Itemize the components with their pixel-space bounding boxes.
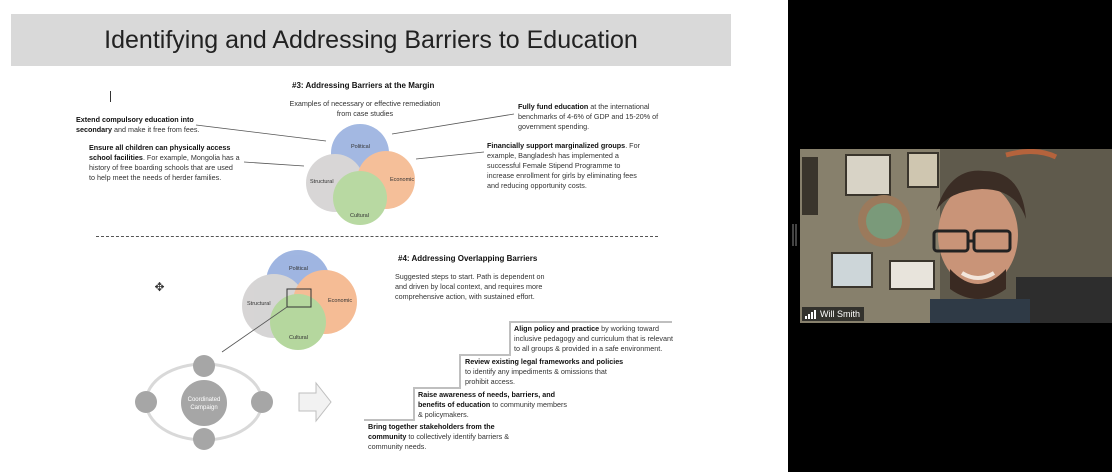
step-3-text: Review existing legal frameworks and pol…	[465, 357, 624, 386]
participant-name-badge: Will Smith	[802, 307, 864, 321]
move-cursor-icon: ✥	[154, 280, 165, 294]
venn-circle-cultural	[270, 294, 326, 350]
right-text-2: Financially support marginalized groups.…	[487, 141, 640, 190]
section4-heading: #4: Addressing Overlapping Barriers	[398, 254, 538, 263]
venn-label-cultural: Cultural	[350, 213, 369, 219]
campaign-label-line1: Coordinated	[188, 397, 221, 403]
campaign-node-bottom	[193, 428, 215, 450]
panel-resize-handle[interactable]	[792, 224, 797, 246]
step-2-text: Raise awareness of needs, barriers, and …	[418, 390, 567, 419]
connector-line	[391, 113, 515, 135]
step-4-text: Align policy and practice by working tow…	[514, 324, 674, 353]
connector-line	[243, 161, 305, 167]
arrow-icon	[298, 381, 332, 423]
wall-frame	[802, 157, 818, 215]
venn-center-highlight	[286, 288, 312, 308]
venn-circle-cultural	[333, 171, 387, 225]
venn-label-economic: Economic	[390, 177, 414, 183]
wall-decoration	[1005, 149, 1058, 160]
slide-graphics: Political Structural Economic Cultural P…	[135, 113, 672, 450]
section4-description: Suggested steps to start. Path is depend…	[395, 272, 545, 301]
section3-heading: #3: Addressing Barriers at the Margin	[292, 81, 435, 90]
left-text-2: Ensure all children can physically acces…	[89, 143, 240, 182]
participant-head	[938, 183, 1018, 287]
participant-video-frame	[800, 149, 1112, 323]
wall-frame	[831, 252, 873, 288]
step-1-text: Bring together stakeholders from the com…	[368, 422, 510, 451]
venn-diagram-4	[242, 250, 357, 350]
participant-name: Will Smith	[820, 309, 860, 319]
campaign-center	[179, 378, 229, 428]
wall-frame	[889, 260, 935, 290]
venn-label-economic: Economic	[328, 298, 352, 304]
wall-frame	[907, 152, 939, 188]
slide-title: Identifying and Addressing Barriers to E…	[104, 25, 638, 54]
left-text-1: Extend compulsory education into seconda…	[76, 115, 200, 134]
connector-line	[195, 124, 327, 142]
campaign-node-top	[193, 355, 215, 377]
text-cursor	[110, 91, 111, 102]
venn-label-structural: Structural	[247, 301, 271, 307]
venn-label-cultural: Cultural	[289, 335, 308, 341]
venn-label-political: Political	[289, 266, 308, 272]
campaign-diagram	[135, 355, 273, 450]
venn-diagram-3	[306, 124, 415, 225]
venn-label-structural: Structural	[310, 179, 334, 185]
signal-strength-icon	[805, 309, 816, 319]
slide-title-bar: Identifying and Addressing Barriers to E…	[11, 14, 731, 66]
staircase-line	[364, 321, 672, 421]
campaign-node-left	[135, 391, 157, 413]
connector-line	[415, 151, 485, 160]
venn-label-political: Political	[351, 144, 370, 150]
participant-video-tile[interactable]	[800, 149, 1112, 323]
section-divider	[96, 236, 658, 237]
campaign-node-right	[251, 391, 273, 413]
right-text-1: Fully fund education at the internationa…	[518, 102, 659, 131]
campaign-label-line2: Campaign	[190, 405, 217, 411]
section3-subtitle: Examples of necessary or effective remed…	[289, 99, 441, 118]
shared-slide: Identifying and Addressing Barriers to E…	[0, 0, 788, 472]
connector-line	[221, 306, 288, 353]
wall-frame	[845, 154, 891, 196]
